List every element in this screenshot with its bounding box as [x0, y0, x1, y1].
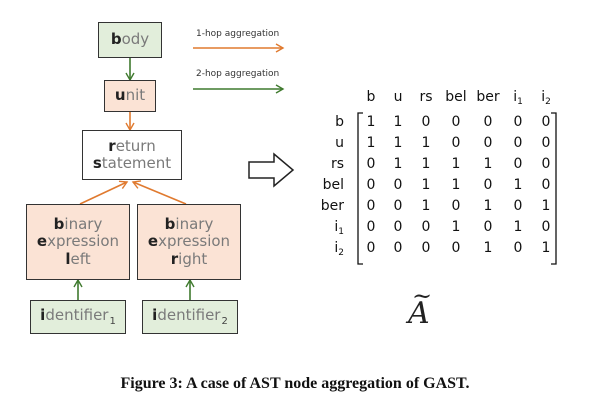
matrix-cell: 0 — [451, 240, 461, 256]
matrix-cell: 1 — [541, 198, 551, 214]
matrix-right-bracket — [551, 112, 557, 265]
matrix-cell: 0 — [366, 156, 376, 172]
matrix-cell: 0 — [513, 156, 523, 172]
matrix-symbol: ~A — [408, 282, 433, 331]
matrix-cell: 0 — [393, 177, 403, 193]
matrix-cell: 1 — [483, 240, 493, 256]
matrix-cell: 0 — [366, 219, 376, 235]
matrix-cell: 0 — [421, 240, 431, 256]
matrix-col-label: u — [393, 89, 403, 105]
matrix-col-label: i1 — [513, 89, 523, 107]
matrix-cell: 0 — [366, 240, 376, 256]
matrix-cell: 0 — [393, 240, 403, 256]
matrix-cell: 0 — [421, 114, 431, 130]
matrix-row-label: i2 — [334, 240, 344, 258]
matrix-cell: 1 — [421, 177, 431, 193]
matrix-col-label: i2 — [541, 89, 551, 107]
matrix-cell: 1 — [393, 135, 403, 151]
matrix-cell: 1 — [513, 177, 523, 193]
matrix-row-label: u — [335, 135, 344, 151]
matrix-row-label: b — [335, 114, 344, 130]
node-return-statement: return statement — [82, 130, 182, 180]
matrix-cell: 0 — [366, 198, 376, 214]
node-identifier-1: identifier1 — [30, 300, 126, 334]
matrix-col-label: bel — [445, 89, 467, 105]
matrix-cell: 0 — [451, 114, 461, 130]
edge-bel-return — [79, 180, 129, 205]
matrix-row-label: rs — [330, 156, 344, 172]
matrix-cell: 0 — [513, 240, 523, 256]
matrix-cell: 0 — [366, 177, 376, 193]
matrix-col-label: rs — [419, 89, 433, 105]
matrix-col-label: b — [366, 89, 376, 105]
matrix-cell: 1 — [541, 240, 551, 256]
figure-caption: Figure 3: A case of AST node aggregation… — [120, 375, 470, 392]
matrix-cell: 1 — [421, 156, 431, 172]
matrix-cell: 1 — [513, 219, 523, 235]
matrix-cell: 1 — [451, 156, 461, 172]
edge-ber-return — [131, 180, 187, 205]
matrix-cell: 0 — [541, 135, 551, 151]
matrix-cell: 0 — [483, 177, 493, 193]
matrix-cell: 0 — [451, 135, 461, 151]
legend-one-hop-label: 1-hop aggregation — [196, 29, 280, 39]
matrix-cell: 1 — [421, 135, 431, 151]
node-body: body — [98, 22, 162, 58]
matrix-cell: 1 — [451, 177, 461, 193]
matrix-cell: 1 — [451, 219, 461, 235]
legend-two-hop-label: 2-hop aggregation — [196, 69, 280, 79]
matrix-col-label: ber — [476, 89, 500, 105]
matrix-cell: 0 — [541, 114, 551, 130]
node-unit: unit — [104, 80, 156, 112]
matrix-cell: 1 — [393, 156, 403, 172]
matrix-cell: 1 — [393, 114, 403, 130]
matrix-cell: 0 — [541, 177, 551, 193]
matrix-cell: 1 — [483, 198, 493, 214]
matrix-cell: 0 — [451, 198, 461, 214]
matrix-cell: 0 — [421, 219, 431, 235]
node-identifier-2: identifier2 — [142, 300, 238, 334]
matrix-row-label: bel — [322, 177, 344, 193]
matrix-cell: 1 — [366, 135, 376, 151]
matrix-cell: 0 — [483, 219, 493, 235]
matrix-cell: 1 — [366, 114, 376, 130]
matrix-cell: 0 — [513, 114, 523, 130]
matrix-cell: 0 — [513, 135, 523, 151]
matrix-cell: 0 — [393, 198, 403, 214]
transform-arrow-icon — [248, 152, 295, 188]
node-binary-expression-right: binary expression right — [137, 204, 241, 280]
matrix-row-label: i1 — [334, 219, 344, 237]
matrix-left-bracket — [357, 112, 363, 265]
matrix-cell: 0 — [483, 135, 493, 151]
matrix-cell: 1 — [483, 156, 493, 172]
matrix-cell: 0 — [541, 219, 551, 235]
tilde-accent: ~ — [412, 282, 433, 310]
matrix-cell: 1 — [421, 198, 431, 214]
matrix-cell: 0 — [393, 219, 403, 235]
matrix-row-label: ber — [320, 198, 344, 214]
matrix-cell: 0 — [513, 198, 523, 214]
matrix-cell: 0 — [541, 156, 551, 172]
matrix-cell: 0 — [483, 114, 493, 130]
node-binary-expression-left: binary expression left — [26, 204, 130, 280]
